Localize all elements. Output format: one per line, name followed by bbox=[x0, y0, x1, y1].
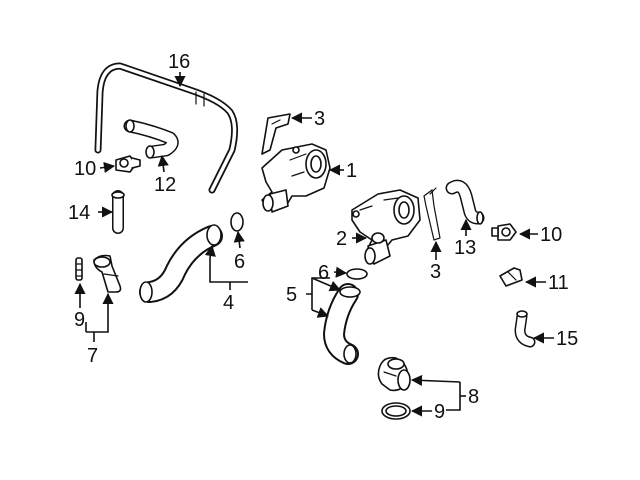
part-10-sensor-right bbox=[491, 223, 517, 241]
part-4-large-hose bbox=[139, 224, 223, 303]
callout-9-right: 9 bbox=[434, 401, 445, 423]
callout-14: 14 bbox=[68, 202, 90, 224]
part-2-water-outlet bbox=[351, 189, 421, 265]
part-9-oring-right bbox=[381, 402, 411, 420]
callout-11: 11 bbox=[548, 272, 569, 294]
part-16-bypass-tube bbox=[94, 62, 239, 194]
part-8-pipe-fitting bbox=[377, 356, 411, 392]
part-7-water-pipe bbox=[93, 254, 122, 293]
callout-16: 16 bbox=[168, 51, 190, 73]
part-6-gasket-left bbox=[230, 212, 244, 232]
part-13-small-hose bbox=[445, 179, 485, 225]
callout-10-left: 10 bbox=[74, 158, 96, 180]
callout-8: 8 bbox=[468, 386, 479, 408]
part-10-sensor-left bbox=[115, 155, 141, 173]
part-9-oring-left bbox=[75, 257, 83, 281]
part-15-small-hose bbox=[514, 310, 536, 348]
callout-6-right: 6 bbox=[318, 262, 329, 284]
callout-2: 2 bbox=[336, 228, 347, 250]
callout-13: 13 bbox=[454, 237, 476, 259]
callout-1: 1 bbox=[346, 160, 357, 182]
leader-lines bbox=[74, 72, 554, 417]
part-3-bracket-right bbox=[423, 187, 441, 241]
callout-3-right: 3 bbox=[430, 261, 441, 283]
part-1-thermostat-housing bbox=[261, 143, 331, 213]
part-5-outlet-hose bbox=[323, 283, 361, 365]
callout-5: 5 bbox=[286, 284, 297, 306]
callout-12: 12 bbox=[154, 174, 176, 196]
callout-7: 7 bbox=[87, 345, 98, 367]
callout-labels: 16 3 1 10 12 14 6 4 2 3 13 10 11 15 6 5 … bbox=[68, 51, 578, 423]
callout-9-left: 9 bbox=[74, 309, 85, 331]
part-3-bracket-top bbox=[261, 113, 291, 155]
part-12-small-hose bbox=[123, 119, 179, 159]
part-6-gasket-right bbox=[346, 268, 368, 280]
part-11-bracket bbox=[499, 267, 523, 287]
callout-3-top: 3 bbox=[314, 108, 325, 130]
callout-10-right: 10 bbox=[540, 224, 562, 246]
callout-4: 4 bbox=[223, 292, 234, 314]
callout-15: 15 bbox=[556, 328, 578, 350]
callout-6-left: 6 bbox=[234, 251, 245, 273]
part-14-short-hose bbox=[111, 190, 125, 234]
